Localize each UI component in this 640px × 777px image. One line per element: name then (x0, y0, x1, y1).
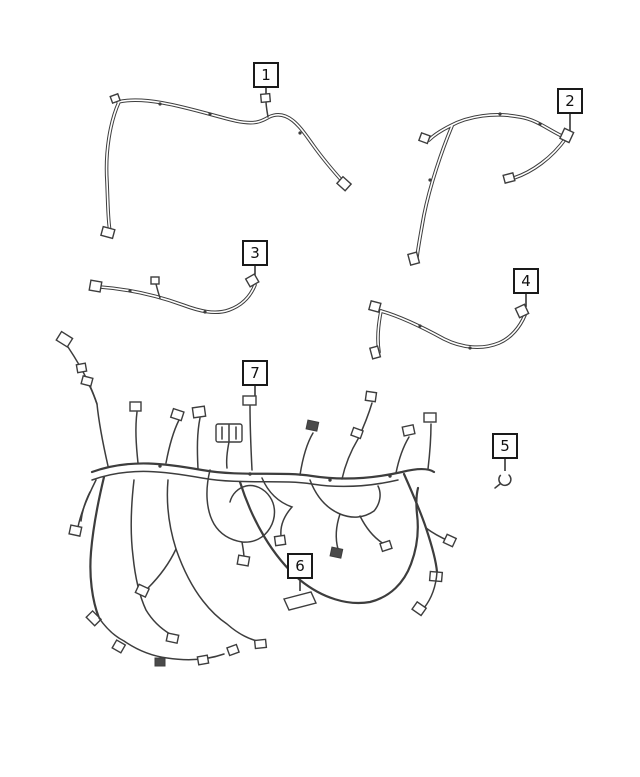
connector (154, 657, 166, 667)
connector (368, 345, 382, 360)
connector (129, 401, 142, 412)
connector (442, 533, 458, 548)
connector (169, 407, 185, 422)
connector (368, 299, 382, 313)
connector (244, 273, 260, 288)
connector (111, 639, 127, 654)
connector (407, 251, 421, 266)
label-tag-6-drawing (283, 591, 317, 611)
connector-callout-7-target (242, 395, 257, 406)
connector (417, 131, 431, 145)
connector (191, 405, 207, 419)
connector (273, 534, 287, 547)
connector (559, 127, 575, 144)
connector (150, 276, 160, 285)
callout-6[interactable]: 6 (287, 553, 313, 579)
connector (236, 554, 251, 567)
connector (55, 330, 74, 348)
callout-4[interactable]: 4 (513, 268, 539, 294)
connector (100, 225, 116, 240)
connector (329, 546, 344, 559)
harness-3-drawing (88, 273, 260, 314)
callout-7[interactable]: 7 (242, 360, 268, 386)
callout-3[interactable]: 3 (242, 240, 268, 266)
connector (364, 390, 378, 403)
callout-5[interactable]: 5 (492, 433, 518, 459)
connector (134, 583, 151, 598)
harness-4-drawing (368, 299, 530, 360)
connector (335, 175, 353, 192)
connector (85, 609, 103, 627)
connector (226, 643, 240, 657)
connector (502, 171, 516, 185)
connector (165, 632, 180, 644)
connector (514, 303, 530, 319)
harness-1-drawing (100, 92, 353, 240)
callout-leaders (254, 88, 571, 591)
connector (305, 419, 320, 432)
connector (411, 600, 428, 617)
main-harness-7-drawing (55, 330, 458, 667)
connector (350, 426, 364, 440)
connector (68, 524, 83, 537)
connector (401, 424, 416, 437)
connector (75, 362, 88, 374)
clip-5-drawing (494, 474, 512, 489)
connector (423, 412, 437, 423)
connector (80, 374, 94, 388)
connector (259, 92, 272, 104)
harness-2-drawing (407, 112, 575, 266)
connector (253, 638, 268, 650)
connector (196, 654, 210, 666)
connector (88, 279, 103, 293)
callout-1[interactable]: 1 (253, 62, 279, 88)
callout-2[interactable]: 2 (557, 88, 583, 114)
connector (379, 539, 393, 553)
connector (109, 92, 122, 105)
